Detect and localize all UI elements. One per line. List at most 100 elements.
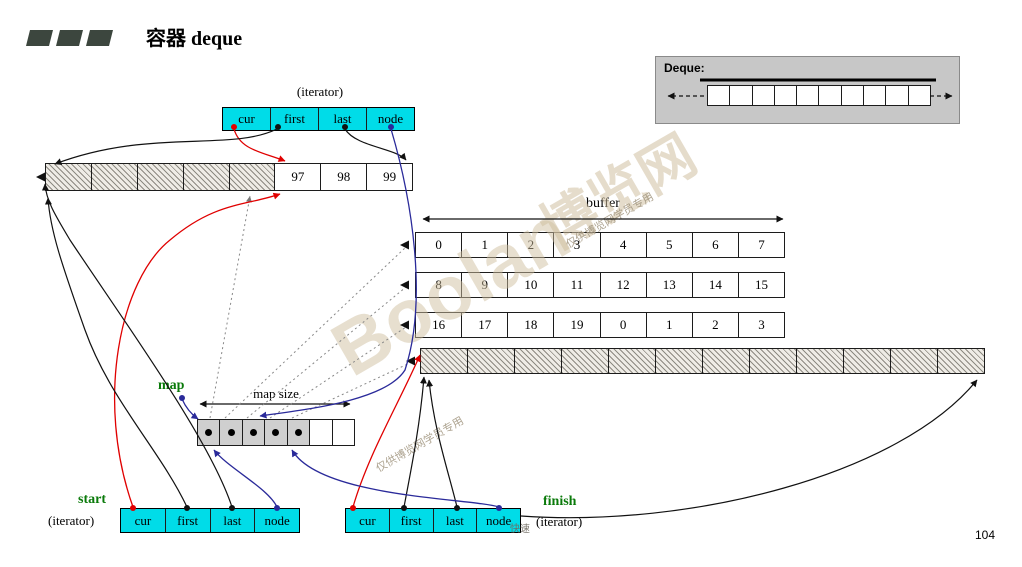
rear-row-right-arrow (520, 379, 978, 519)
map-cell (241, 420, 265, 445)
iterator-cell-last: last (209, 509, 255, 532)
iterator-cell-node: node (476, 509, 520, 532)
row3-left-arrowhead (400, 320, 409, 330)
iterator-cell-node: node (254, 509, 299, 532)
page-title: 容器 deque (146, 28, 243, 50)
buffer-cell: 13 (645, 273, 692, 297)
map-cell-empty (331, 420, 354, 445)
buffer-row-2: 8 9 10 11 12 13 14 15 (415, 272, 785, 298)
buffer-cell-hatched (561, 349, 608, 373)
top-cur-arrow (233, 128, 286, 162)
buffer-cell-hatched (655, 349, 702, 373)
buffer-cell-hatched (890, 349, 937, 373)
buffer-cell: 15 (737, 273, 784, 297)
map-pointer-arrow (181, 398, 199, 420)
iterator-cell-cur: cur (121, 509, 165, 532)
iterator-cell-first: first (270, 108, 318, 130)
map-cell (264, 420, 287, 445)
title-bullets (26, 30, 113, 46)
buffer-cell-hatched (796, 349, 843, 373)
map-to-front-row-link (209, 195, 252, 419)
buffer-cell: 14 (691, 273, 738, 297)
buffer-cell-hatched (702, 349, 749, 373)
iterator-cell-node: node (366, 108, 414, 130)
buffer-row-3: 16 17 18 19 0 1 2 3 (415, 312, 785, 338)
top-last-arrow (344, 128, 407, 161)
legend-cell (751, 86, 774, 105)
legend-cell (885, 86, 908, 105)
map-to-row3-link (269, 326, 407, 419)
map-pointer-dot-icon (205, 429, 213, 436)
start-node-arrow (213, 449, 278, 508)
top-first-arrow (54, 128, 278, 165)
map-cell (286, 420, 310, 445)
row2-left-arrowhead (400, 280, 409, 290)
buffer-row-1: 0 1 2 3 4 5 6 7 (415, 232, 785, 258)
legend-cell (907, 86, 930, 105)
map-label: map (158, 378, 185, 393)
finish-label: finish (543, 494, 577, 509)
legend-cell (796, 86, 819, 105)
map-cell (198, 420, 220, 445)
iterator-cell-last: last (318, 108, 366, 130)
buffer-cell: 5 (645, 233, 692, 257)
map-cell-empty (309, 420, 332, 445)
finish-node-arrow (291, 449, 500, 508)
map-pointer-dot-icon (227, 429, 235, 436)
legend-array (707, 85, 931, 106)
map-cell (219, 420, 242, 445)
map-pointer-dot-icon (272, 429, 280, 436)
buffer-cell: 4 (599, 233, 646, 257)
finish-iterator-box: cur first last node (345, 508, 521, 533)
buffer-cell: 0 (599, 313, 646, 337)
buffer-label: buffer (586, 196, 620, 211)
map-size-label: map size (253, 386, 299, 401)
buffer-cell-hatched (182, 164, 229, 190)
buffer-cell-hatched (608, 349, 655, 373)
buffer-cell: 6 (691, 233, 738, 257)
rear-row-left-arrowhead (406, 356, 415, 366)
finish-iterator-caption: (iterator) (536, 514, 583, 529)
buffer-cell: 7 (737, 233, 784, 257)
buffer-cell-hatched (749, 349, 796, 373)
iterator-cell-cur: cur (346, 509, 389, 532)
buffer-cell: 12 (599, 273, 646, 297)
start-iterator-caption: (iterator) (48, 513, 95, 528)
buffer-cell: 1 (645, 313, 692, 337)
buffer-cell-hatched (467, 349, 514, 373)
iterator-cell-cur: cur (223, 108, 270, 130)
rear-buffer-row-hatched (420, 348, 985, 374)
legend-cell (863, 86, 886, 105)
buffer-cell: 8 (416, 273, 462, 297)
buffer-cell-value: 99 (366, 164, 412, 190)
front-row-left-arrowhead (36, 172, 45, 182)
buffer-cell: 3 (553, 233, 600, 257)
buffer-cell: 11 (553, 273, 600, 297)
finish-last-arrow (426, 379, 458, 508)
buffer-cell-hatched (421, 349, 467, 373)
buffer-cell-hatched (90, 164, 137, 190)
buffer-cell: 18 (507, 313, 554, 337)
buffer-cell-hatched (937, 349, 984, 373)
iterator-cell-first: first (388, 509, 433, 532)
buffer-cell-hatched (514, 349, 561, 373)
start-iterator-box: cur first last node (120, 508, 300, 533)
finish-cur-arrow (352, 354, 421, 508)
iterator-cell-last: last (432, 509, 477, 532)
legend-cell (729, 86, 752, 105)
buffer-cell: 10 (507, 273, 554, 297)
buffer-cell-hatched (136, 164, 183, 190)
map-pointer-dot-icon (250, 429, 258, 436)
legend-label: Deque: (664, 61, 705, 75)
buffer-cell: 0 (416, 233, 462, 257)
buffer-cell-value: 97 (274, 164, 321, 190)
buffer-cell-hatched (843, 349, 890, 373)
bullet-square (56, 30, 83, 46)
map-pointer-dot-icon (294, 429, 302, 436)
map-dot-icon (179, 395, 185, 401)
bullet-square (26, 30, 53, 46)
bullet-square (86, 30, 113, 46)
buffer-cell: 1 (461, 233, 508, 257)
buffer-cell: 3 (737, 313, 784, 337)
